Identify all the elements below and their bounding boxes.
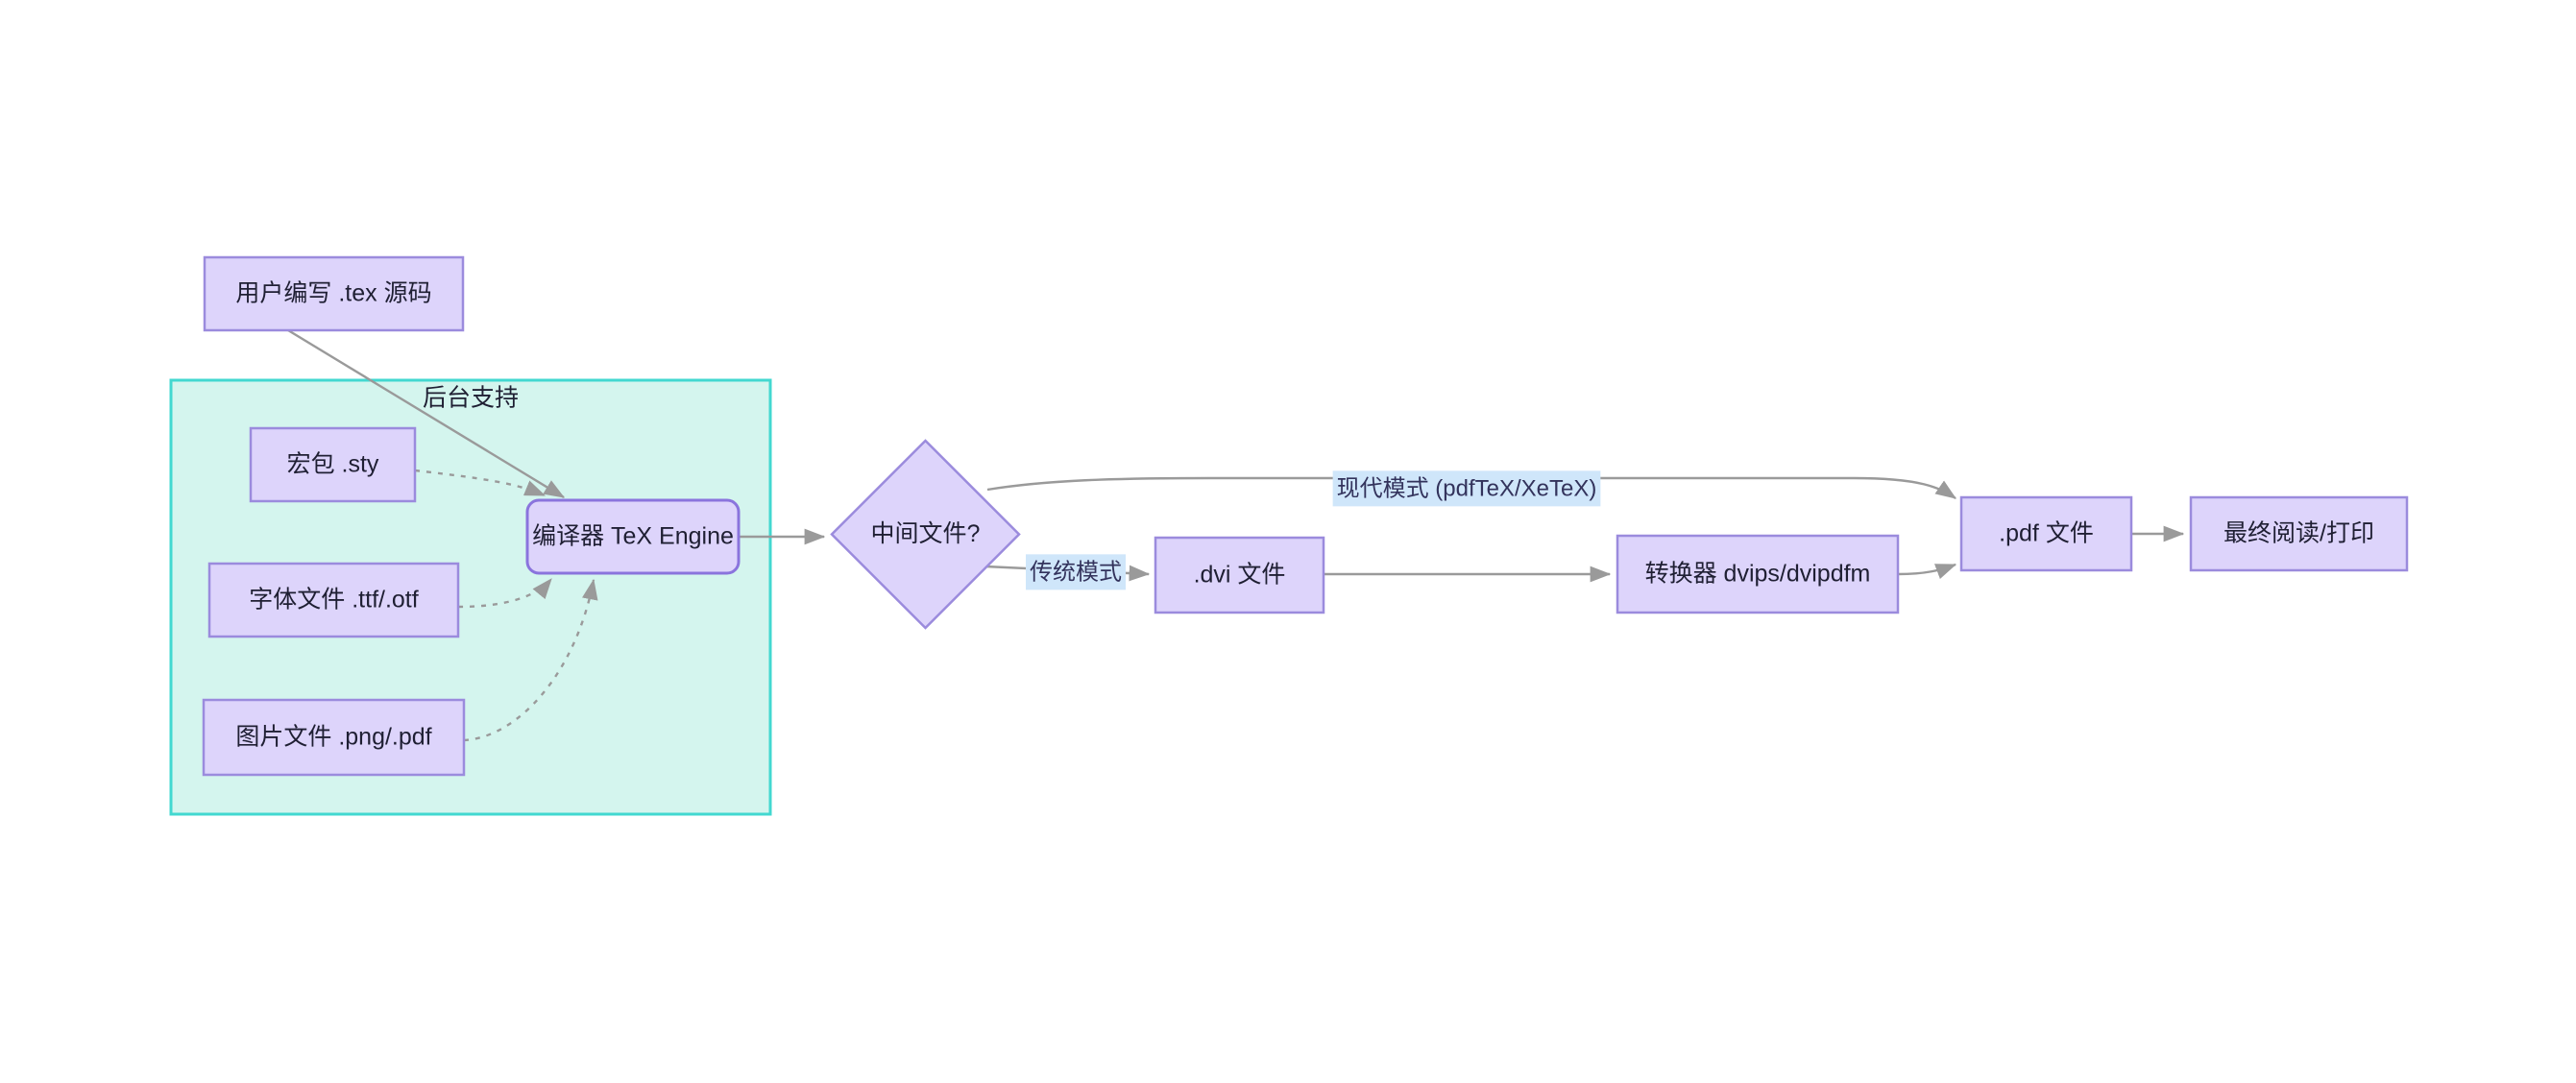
node-pdf-file[interactable]: .pdf 文件 (1959, 495, 2133, 572)
node-intermediate[interactable]: 中间文件? (830, 439, 1021, 630)
edge-label-modern-bg (1332, 470, 1601, 507)
node-shape-rect (203, 255, 465, 332)
node-dvi-file[interactable]: .dvi 文件 (1154, 536, 1325, 614)
edge-font-to-engine (457, 578, 552, 609)
node-tex-source[interactable]: 用户编写 .tex 源码 (203, 255, 465, 332)
node-label-package-sty: 宏包 .sty (287, 451, 379, 478)
node-image-file[interactable]: 图片文件 .png/.pdf (202, 698, 466, 777)
node-label-font-file: 字体文件 .ttf/.otf (249, 587, 418, 614)
node-font-file[interactable]: 字体文件 .ttf/.otf (207, 562, 460, 638)
edge-tex-source-to-engine (287, 328, 566, 499)
edge-label-modern-text: 现代模式 (pdfTeX/XeTeX) (1337, 475, 1597, 501)
node-label-pdf-file: .pdf 文件 (1999, 520, 2094, 547)
edge-label-legacy: 传统模式 (1026, 554, 1126, 590)
node-label-converter: 转换器 dvips/dvipdfm (1645, 561, 1871, 588)
edge-package-to-engine (414, 469, 547, 497)
node-shape-rect (202, 698, 466, 777)
node-shape-rect (1959, 495, 2133, 572)
node-label-final-output: 最终阅读/打印 (2224, 520, 2374, 547)
node-shape-rect (1154, 536, 1325, 614)
node-final-output[interactable]: 最终阅读/打印 (2189, 495, 2409, 572)
node-shape-rect (2189, 495, 2409, 572)
node-label-intermediate: 中间文件? (871, 520, 981, 547)
edge-modern-mode (986, 476, 1956, 499)
edge-label-legacy-text: 传统模式 (1030, 559, 1122, 585)
node-tex-engine[interactable]: 编译器 TeX Engine (525, 498, 741, 575)
node-converter[interactable]: 转换器 dvips/dvipdfm (1616, 534, 1900, 614)
edge-converter-to-pdf (1897, 563, 1957, 580)
edge-label-legacy-bg (1026, 554, 1126, 590)
edge-image-to-engine (463, 578, 598, 742)
cluster-label: 后台支持 (423, 385, 519, 412)
node-shape-rect (207, 562, 460, 638)
node-label-image-file: 图片文件 .png/.pdf (235, 724, 431, 751)
node-shape-rect (249, 426, 417, 503)
node-shape-rect (1616, 534, 1900, 614)
node-shape-rounded-rect (525, 498, 741, 575)
edge-label-modern: 现代模式 (pdfTeX/XeTeX) (1332, 470, 1601, 507)
node-package-sty[interactable]: 宏包 .sty (249, 426, 417, 503)
node-shape-diamond (830, 439, 1021, 630)
node-label-tex-engine: 编译器 TeX Engine (532, 523, 734, 550)
node-label-tex-source: 用户编写 .tex 源码 (235, 280, 431, 307)
node-label-dvi-file: .dvi 文件 (1194, 562, 1286, 589)
edge-label-layer: 现代模式 (pdfTeX/XeTeX) 传统模式 (1026, 470, 1601, 590)
